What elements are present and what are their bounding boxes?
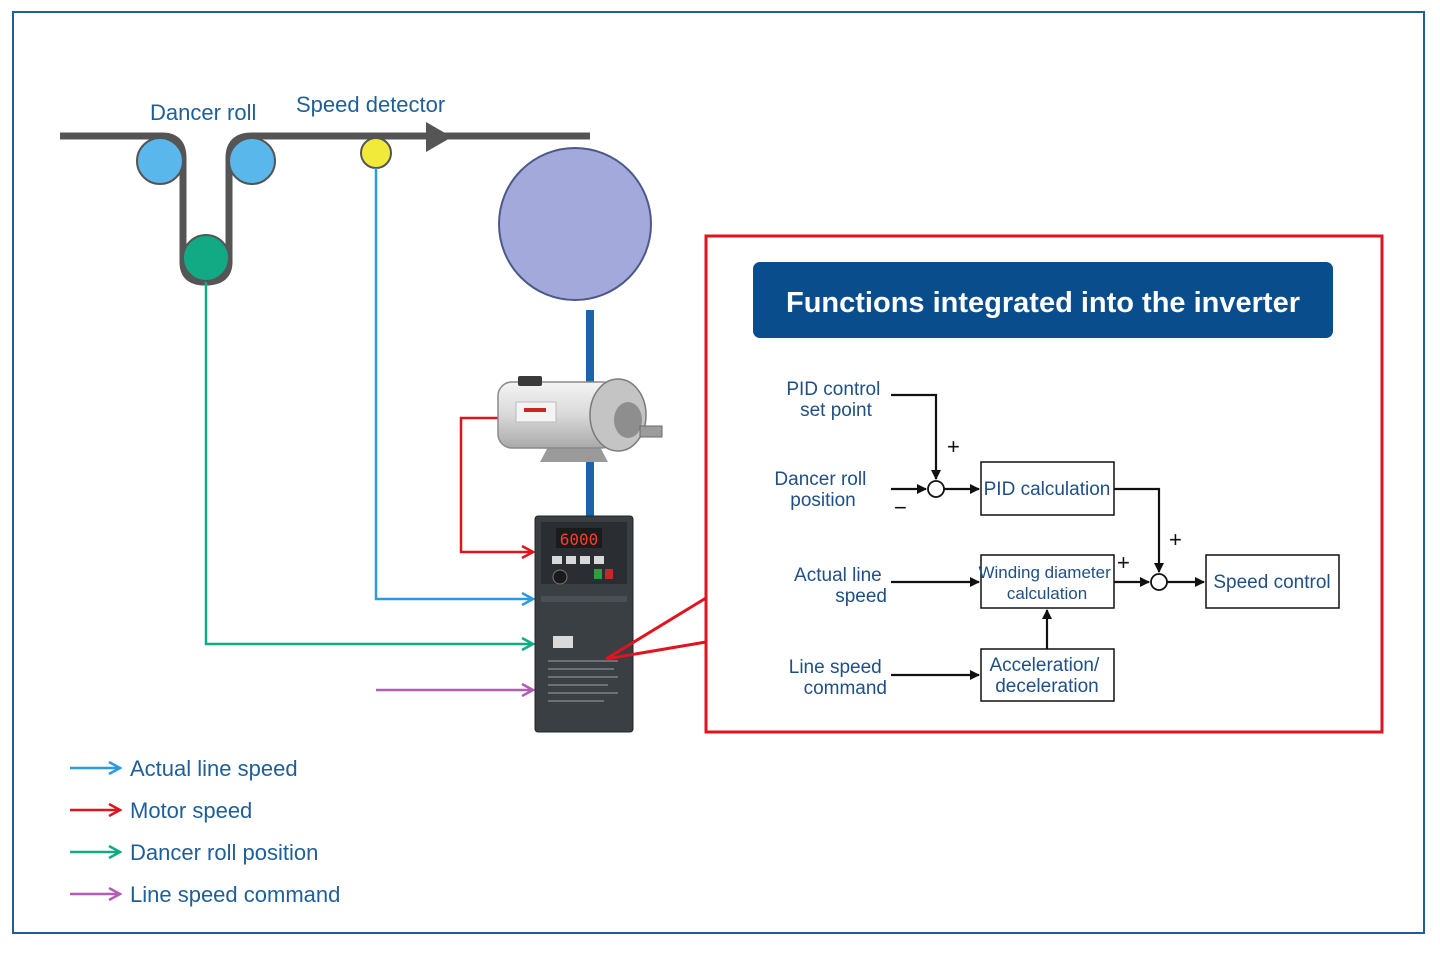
outer-frame <box>12 11 1425 934</box>
legend-label-actual-line-speed: Actual line speed <box>130 756 298 781</box>
web-direction-arrow <box>426 122 452 152</box>
input-pid-set-point: PID control set point <box>786 379 885 421</box>
speed-detector <box>360 137 392 169</box>
summing-junction-pid <box>927 480 945 498</box>
sign-plus-pid-output: + <box>1169 527 1182 552</box>
winder-roll <box>498 147 652 301</box>
signal-dancer-roll-position <box>204 282 533 644</box>
label-speed-detector: Speed detector <box>296 92 445 117</box>
block-acceleration-text: Acceleration/ deceleration <box>989 655 1104 697</box>
input-dancer-roll-position: Dancer roll position <box>774 469 871 511</box>
inverter-image: 6000 <box>534 515 634 733</box>
legend: Actual line speed Motor speed Dancer rol… <box>70 756 340 907</box>
legend-label-dancer-roll-position: Dancer roll position <box>130 840 318 865</box>
summing-junction-speed <box>1150 573 1168 591</box>
block-pid-calculation <box>980 461 1115 516</box>
block-winding-diameter <box>980 554 1115 609</box>
block-winding-diameter-text: Winding diameter calculation <box>978 563 1115 603</box>
sign-plus-set-point: + <box>947 434 960 459</box>
block-acceleration-deceleration <box>980 648 1115 702</box>
dancer-roll-left <box>136 137 184 185</box>
motor-image <box>497 376 663 462</box>
legend-label-line-speed-command: Line speed command <box>130 882 340 907</box>
panel-title-bar <box>753 262 1333 338</box>
label-dancer-roll: Dancer roll <box>150 100 256 125</box>
block-speed-control <box>1205 554 1340 609</box>
line-set-point <box>891 393 941 480</box>
block-speed-control-text: Speed control <box>1213 572 1330 593</box>
sign-minus-dancer: − <box>894 495 907 520</box>
panel-title: Functions integrated into the inverter <box>786 287 1300 319</box>
inverter-display: 6000 <box>560 530 599 549</box>
input-line-speed-command: Line speed command <box>789 657 887 699</box>
callout-connector <box>605 596 707 661</box>
legend-label-motor-speed: Motor speed <box>130 798 252 823</box>
sign-plus-winding: + <box>1117 550 1130 575</box>
dancer-roll-green <box>182 234 230 282</box>
input-actual-line-speed: Actual line speed <box>794 565 887 607</box>
signal-actual-line-speed <box>374 168 533 599</box>
line-pid-to-speed-junction <box>1114 487 1164 573</box>
block-pid-calculation-text: PID calculation <box>984 479 1111 500</box>
signal-motor-speed <box>459 416 533 552</box>
dancer-roll-right <box>228 137 276 185</box>
